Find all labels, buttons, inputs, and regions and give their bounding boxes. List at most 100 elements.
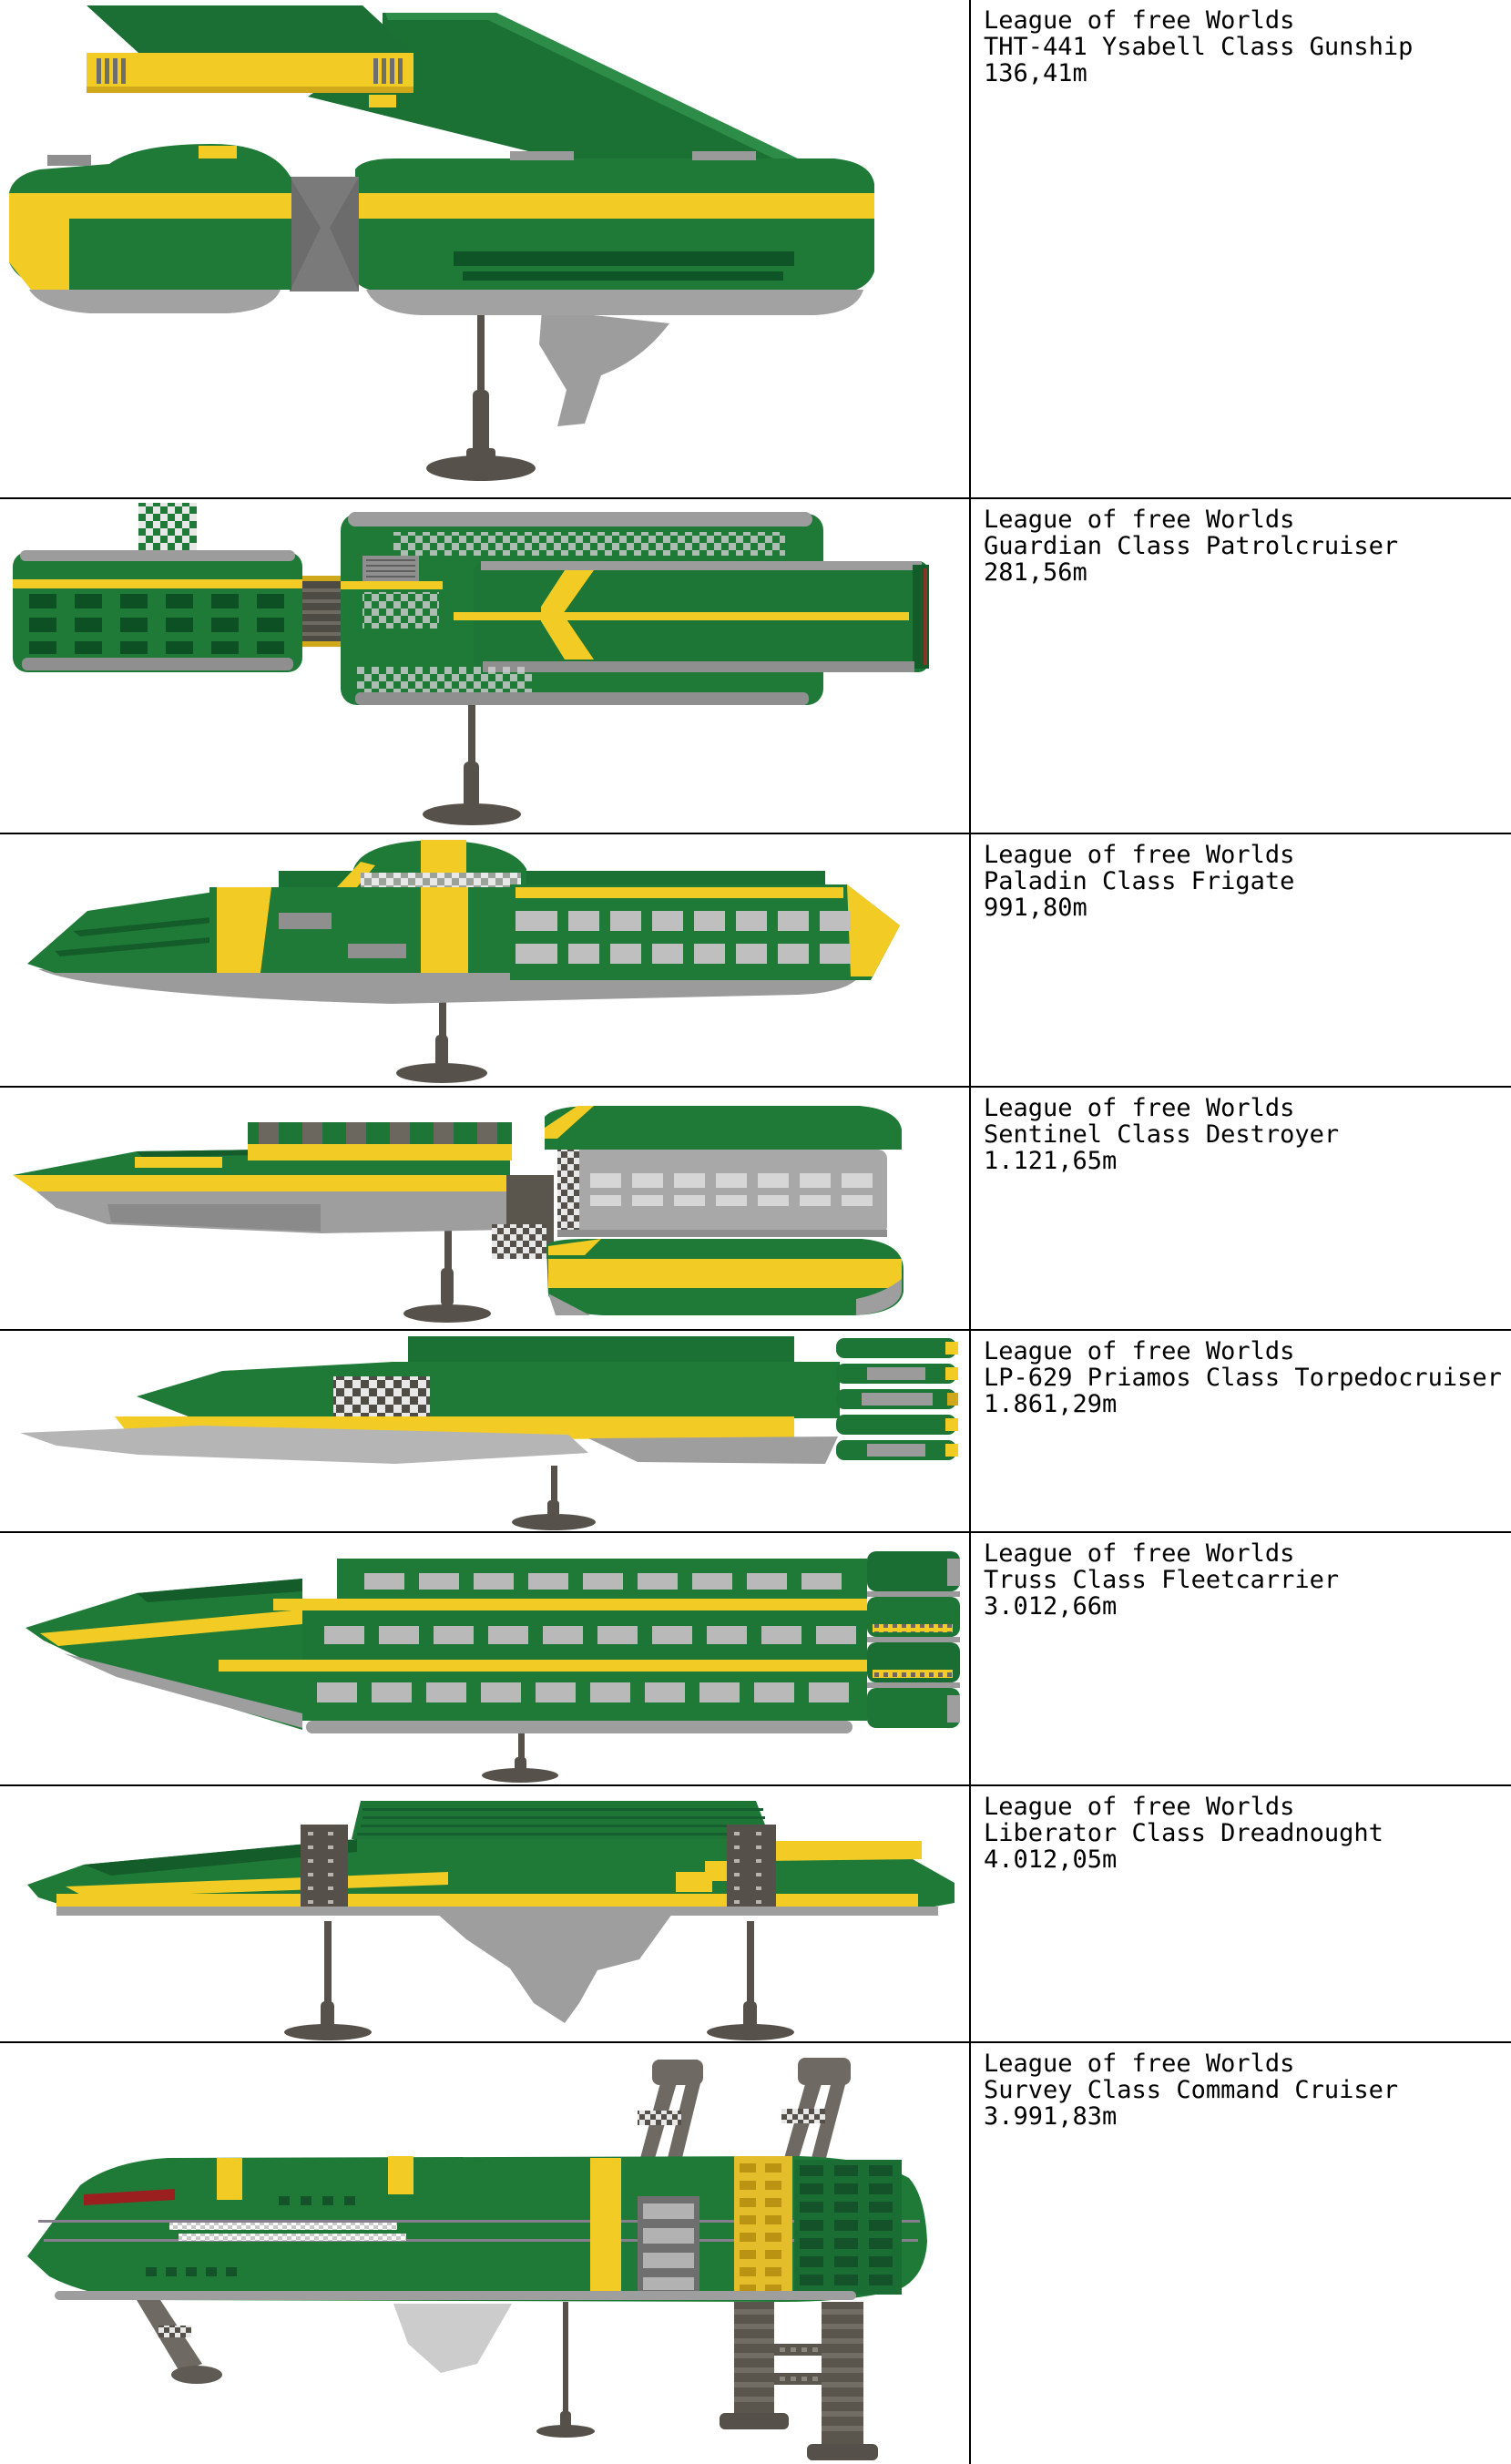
ship-info-cell: League of free Worlds Paladin Class Frig… bbox=[971, 834, 1511, 1086]
table-row: League of free Worlds Survey Class Comma… bbox=[0, 2043, 1511, 2464]
wing-tip bbox=[87, 5, 413, 93]
ship-info-cell: League of free Worlds Guardian Class Pat… bbox=[971, 499, 1511, 833]
aft-lower-nacelle bbox=[546, 1239, 904, 1315]
forward-hull bbox=[13, 1122, 512, 1233]
checker-band bbox=[357, 667, 532, 692]
dome bbox=[337, 840, 526, 887]
sentinel-destroyer-render bbox=[13, 1106, 904, 1323]
table-row: League of free Worlds Truss Class Fleetc… bbox=[0, 1533, 1511, 1786]
paladin-frigate-render bbox=[27, 840, 900, 1083]
clamp-band-left bbox=[301, 1825, 348, 1914]
bow-wedge bbox=[26, 1579, 302, 1730]
ship-class-label: Guardian Class Patrolcruiser bbox=[984, 532, 1399, 560]
faction-label: League of free Worlds bbox=[984, 1337, 1295, 1365]
ship-class-label: Paladin Class Frigate bbox=[984, 867, 1295, 895]
hull bbox=[27, 2156, 927, 2302]
priamos-torpedocruiser-render bbox=[20, 1336, 958, 1530]
clamp-band-right bbox=[727, 1825, 776, 1914]
guardian-patrolcruiser-render bbox=[13, 503, 929, 825]
ship-length-label: 1.861,29m bbox=[984, 1390, 1118, 1418]
checker-block bbox=[492, 1224, 546, 1259]
mid-hull bbox=[209, 887, 528, 973]
left-strut bbox=[137, 2300, 222, 2384]
ship-length-label: 3.012,66m bbox=[984, 1592, 1118, 1621]
ship-image-cell bbox=[0, 1088, 971, 1329]
aft-belly bbox=[588, 1436, 838, 1464]
display-stand bbox=[403, 1222, 491, 1323]
keel-fin bbox=[437, 1914, 672, 2023]
faction-label: League of free Worlds bbox=[984, 1539, 1295, 1568]
ship-info-cell: League of free Worlds Truss Class Fleetc… bbox=[971, 1533, 1511, 1784]
display-stand bbox=[512, 1466, 596, 1530]
main-hull bbox=[355, 151, 874, 315]
ship-info-cell: League of free Worlds LP-629 Priamos Cla… bbox=[971, 1331, 1511, 1531]
mast-2 bbox=[781, 2058, 851, 2162]
ship-info-cell: League of free Worlds Liberator Class Dr… bbox=[971, 1786, 1511, 2041]
leading-edge bbox=[84, 1839, 357, 1876]
engine-cluster bbox=[836, 1338, 958, 1460]
ship-class-label: Liberator Class Dreadnought bbox=[984, 1819, 1383, 1847]
hull-connector bbox=[290, 177, 359, 291]
table-row: League of free Worlds Liberator Class Dr… bbox=[0, 1786, 1511, 2043]
aft-upper-block bbox=[545, 1106, 902, 1237]
ysabell-gunship-render bbox=[9, 5, 874, 481]
table-row: League of free Worlds Paladin Class Frig… bbox=[0, 834, 1511, 1088]
display-stand bbox=[396, 995, 487, 1083]
display-stand bbox=[482, 1730, 558, 1783]
chimney bbox=[138, 503, 197, 554]
top-slab bbox=[352, 1801, 771, 1839]
ship-length-label: 4.012,05m bbox=[984, 1845, 1118, 1874]
faction-label: League of free Worlds bbox=[984, 1094, 1295, 1122]
faction-label: League of free Worlds bbox=[984, 841, 1295, 869]
ghost-fin bbox=[393, 2304, 512, 2373]
survey-command-cruiser-render bbox=[27, 2058, 927, 2460]
table-row: League of free Worlds Sentinel Class Des… bbox=[0, 1088, 1511, 1331]
ship-image-cell bbox=[0, 0, 971, 497]
ship-length-label: 991,80m bbox=[984, 894, 1087, 922]
deck-3 bbox=[302, 1672, 867, 1733]
ship-class-label: THT-441 Ysabell Class Gunship bbox=[984, 33, 1414, 61]
bow-blade bbox=[20, 1426, 588, 1464]
display-stand-left bbox=[284, 1921, 372, 2040]
ship-class-label: Truss Class Fleetcarrier bbox=[984, 1566, 1340, 1594]
ship-info-cell: League of free Worlds Survey Class Comma… bbox=[971, 2043, 1511, 2464]
gray-fin bbox=[539, 310, 669, 426]
faction-label: League of free Worlds bbox=[984, 506, 1295, 534]
liberator-dreadnought-render bbox=[27, 1801, 955, 2040]
deck-2 bbox=[302, 1610, 867, 1660]
ship-image-cell bbox=[0, 1533, 971, 1784]
ship-length-label: 281,56m bbox=[984, 558, 1087, 587]
table-row: League of free Worlds THT-441 Ysabell Cl… bbox=[0, 0, 1511, 499]
truss-fleetcarrier-render bbox=[26, 1551, 960, 1783]
center-pole bbox=[536, 2302, 595, 2438]
yellow-chevron bbox=[541, 570, 594, 659]
faction-label: League of free Worlds bbox=[984, 6, 1295, 35]
ship-length-label: 1.121,65m bbox=[984, 1147, 1118, 1175]
wing bbox=[308, 13, 803, 197]
aft-section bbox=[510, 884, 900, 980]
yellow-centerline bbox=[454, 612, 909, 620]
ship-image-cell bbox=[0, 1331, 971, 1531]
ship-image-cell bbox=[0, 2043, 971, 2464]
gray-bottom-band bbox=[56, 1907, 938, 1916]
right-truss-legs bbox=[720, 2302, 878, 2460]
table-row: League of free Worlds Guardian Class Pat… bbox=[0, 499, 1511, 834]
upper-hull bbox=[137, 1362, 840, 1418]
hull-details bbox=[38, 2156, 920, 2300]
display-stand-right bbox=[707, 1921, 794, 2040]
faction-label: League of free Worlds bbox=[984, 1793, 1295, 1821]
ship-length-label: 3.991,83m bbox=[984, 2102, 1118, 2131]
table-row: League of free Worlds LP-629 Priamos Cla… bbox=[0, 1331, 1511, 1533]
ship-class-label: Survey Class Command Cruiser bbox=[984, 2076, 1399, 2104]
ship-class-label: Sentinel Class Destroyer bbox=[984, 1120, 1340, 1149]
ship-class-label: LP-629 Priamos Class Torpedocruiser bbox=[984, 1364, 1502, 1392]
display-stand bbox=[426, 306, 536, 481]
ship-image-cell bbox=[0, 1786, 971, 2041]
ship-length-label: 136,41m bbox=[984, 59, 1087, 87]
ship-image-cell bbox=[0, 499, 971, 833]
ship-image-cell bbox=[0, 834, 971, 1086]
yellow-lower-band bbox=[56, 1894, 918, 1908]
yellow-stripe bbox=[219, 1660, 867, 1672]
bow-pod bbox=[9, 144, 291, 313]
faction-label: League of free Worlds bbox=[984, 2050, 1295, 2078]
